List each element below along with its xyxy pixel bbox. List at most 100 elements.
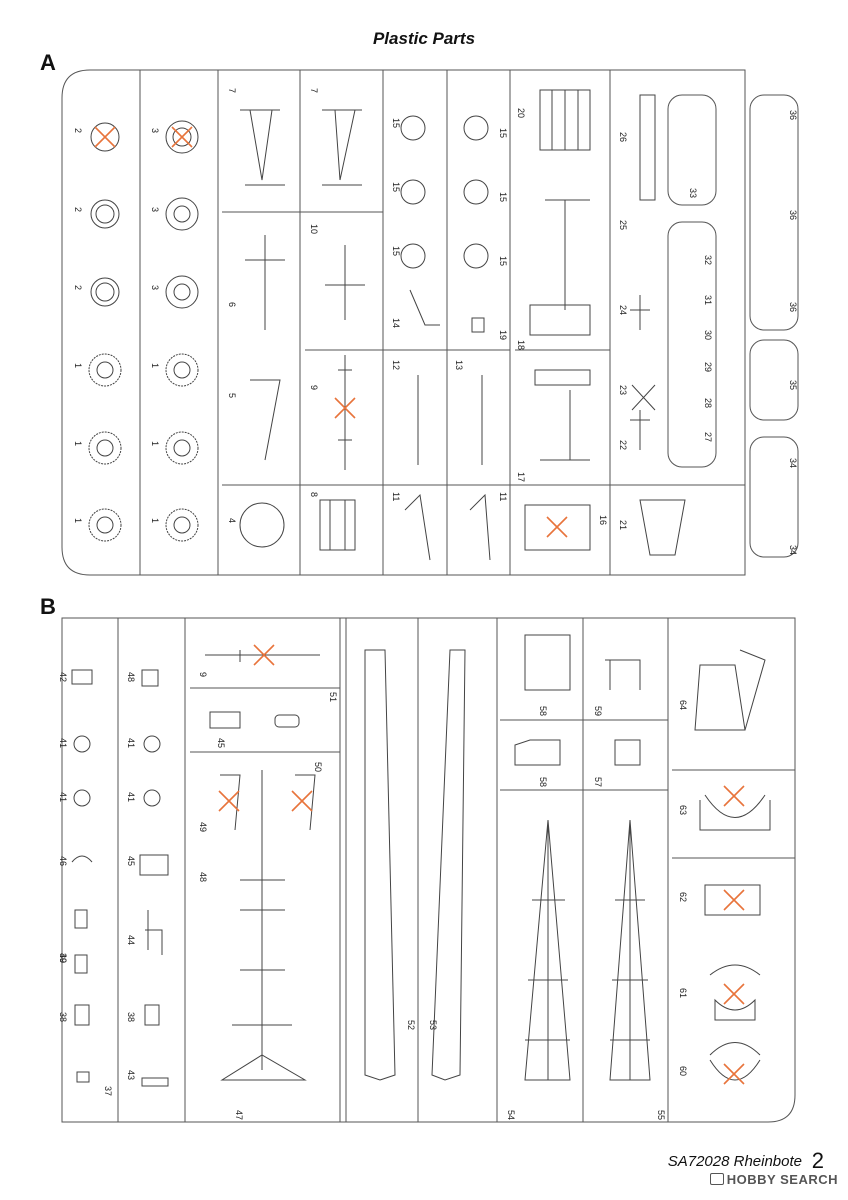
cross-mark — [253, 644, 275, 666]
part-number: 12 — [391, 360, 401, 370]
part-number: 52 — [406, 1020, 416, 1030]
part-number: 47 — [234, 1110, 244, 1120]
part-number: 9 — [198, 672, 208, 677]
part-number: 2 — [73, 285, 83, 290]
part-number: 4 — [227, 518, 237, 523]
part-number: 1 — [73, 441, 83, 446]
part-number: 41 — [126, 792, 136, 802]
cross-mark — [723, 983, 745, 1005]
part-number: 64 — [678, 700, 688, 710]
part-number: 38 — [58, 1012, 68, 1022]
kit-label: SA72028 Rheinbote — [667, 1153, 802, 1170]
cross-mark — [723, 1063, 745, 1085]
part-number: 36 — [788, 210, 798, 220]
part-number: 38 — [126, 1012, 136, 1022]
misc-parts-b — [71, 634, 771, 1087]
part-number: 45 — [216, 738, 226, 748]
sprue-b-letter: B — [40, 594, 56, 619]
part-number: 2 — [73, 128, 83, 133]
part-number: 24 — [618, 305, 628, 315]
part-number: 22 — [618, 440, 628, 450]
part-number: 17 — [516, 472, 526, 482]
part-number: 50 — [313, 762, 323, 772]
part-number: 23 — [618, 385, 628, 395]
part-number: 61 — [678, 988, 688, 998]
part-number: 36 — [788, 110, 798, 120]
part-number: 58 — [538, 706, 548, 716]
part-number: 40 — [58, 953, 68, 963]
part-number: 33 — [688, 188, 698, 198]
part-number: 15 — [391, 118, 401, 128]
watermark-logo-icon — [709, 1173, 724, 1185]
part-number: 15 — [391, 182, 401, 192]
part-number: 26 — [618, 132, 628, 142]
part-number: 57 — [593, 777, 603, 787]
part-number: 7 — [227, 88, 237, 93]
part-number: 15 — [498, 192, 508, 202]
part-number: 1 — [73, 363, 83, 368]
misc-parts-a — [239, 89, 686, 561]
part-number: 11 — [498, 492, 508, 501]
cross-mark — [546, 516, 568, 538]
part-number: 5 — [227, 393, 237, 398]
part-number: 31 — [703, 295, 713, 305]
part-number: 7 — [309, 88, 319, 93]
cross-mark — [94, 126, 116, 148]
cross-mark — [334, 397, 356, 419]
part-number: 1 — [150, 363, 160, 368]
part-number: 42 — [58, 672, 68, 682]
part-number: 20 — [516, 108, 526, 118]
part-number: 16 — [598, 515, 608, 525]
part-number: 9 — [309, 385, 319, 390]
part-number: 60 — [678, 1066, 688, 1076]
part-number: 35 — [788, 380, 798, 390]
part-number: 48 — [198, 872, 208, 882]
sprue-a-frame — [61, 69, 746, 576]
part-number: 54 — [506, 1110, 516, 1120]
part-number: 18 — [516, 340, 526, 350]
part-number: 39 — [58, 953, 68, 963]
page-title: Plastic Parts — [372, 29, 476, 48]
part-number: 14 — [391, 318, 401, 328]
part-number: 15 — [498, 256, 508, 266]
part-number: 1 — [73, 518, 83, 523]
sprue-b-frame — [61, 617, 796, 1123]
part-number: 10 — [309, 224, 319, 234]
part-number: 41 — [58, 738, 68, 748]
part-number: 58 — [538, 777, 548, 787]
part-number: 3 — [150, 285, 160, 290]
cross-mark — [723, 785, 745, 807]
part-number: 34 — [788, 545, 798, 555]
part-number: 15 — [391, 246, 401, 256]
part-number: 53 — [428, 1020, 438, 1030]
part-number: 36 — [788, 302, 798, 312]
part-number: 49 — [198, 822, 208, 832]
sprue-b-runners — [117, 618, 795, 1122]
wheel-parts — [88, 120, 199, 542]
part-number: 1 — [150, 518, 160, 523]
part-number: 62 — [678, 892, 688, 902]
part-number: 55 — [656, 1110, 666, 1120]
part-number: 43 — [126, 1070, 136, 1080]
part-number: 30 — [703, 330, 713, 340]
part-number: 13 — [454, 360, 464, 370]
part-number: 44 — [126, 935, 136, 945]
part-number: 15 — [498, 128, 508, 138]
part-number: 37 — [103, 1086, 113, 1096]
sprue-a-letter: A — [40, 50, 56, 75]
cross-mark — [218, 790, 240, 812]
cross-mark — [171, 126, 193, 148]
part-number: 8 — [309, 492, 319, 497]
part-number: 45 — [126, 856, 136, 866]
part-number: 51 — [328, 692, 338, 702]
cross-marks — [94, 126, 745, 1085]
part-number: 46 — [58, 856, 68, 866]
part-number: 63 — [678, 805, 688, 815]
watermark: HOBBY SEARCH — [709, 1172, 838, 1187]
page-number: 2 — [811, 1148, 824, 1173]
part-number: 48 — [126, 672, 136, 682]
